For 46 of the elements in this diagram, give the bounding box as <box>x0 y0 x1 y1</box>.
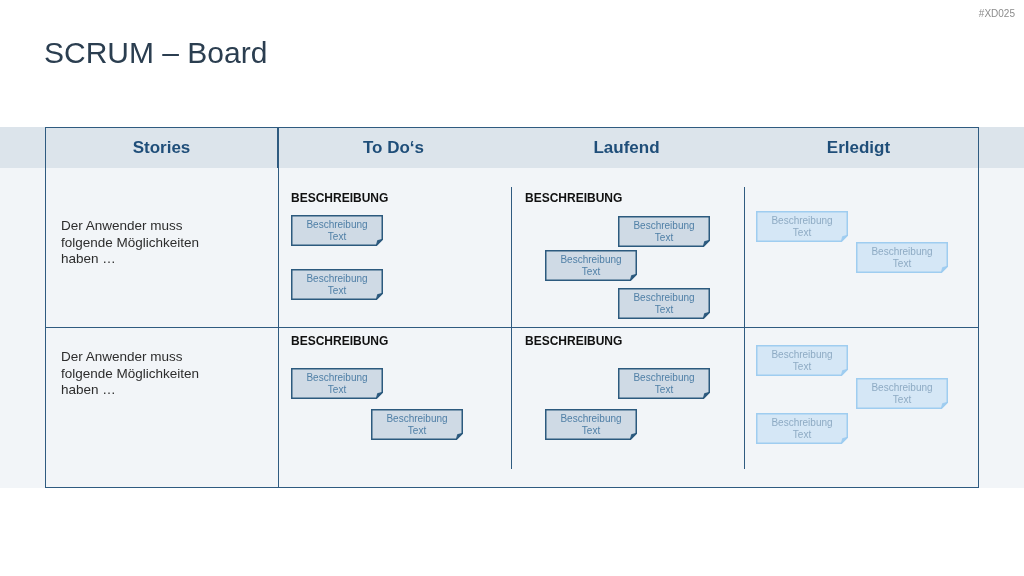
sticky-note <box>291 269 383 300</box>
note-text: Beschreibung Text <box>559 254 623 277</box>
cell-heading: BESCHREIBUNG <box>291 334 389 348</box>
column-header: Laufend <box>593 138 660 158</box>
sticky-note <box>756 211 848 242</box>
sticky-note <box>618 368 710 399</box>
sticky-note <box>756 345 848 376</box>
board-cell <box>745 168 979 328</box>
note-text: Beschreibung Text <box>870 382 934 405</box>
slide-code: #XD025 <box>978 8 1015 20</box>
note-text: Beschreibung Text <box>870 246 934 269</box>
note-text: Beschreibung Text <box>632 292 696 315</box>
cell-heading: BESCHREIBUNG <box>525 334 623 348</box>
note-text: Beschreibung Text <box>770 417 834 440</box>
sticky-note <box>756 413 848 444</box>
note-text: Beschreibung Text <box>770 349 834 372</box>
story-text: Der Anwender muss folgende Möglichkeiten haben … <box>61 349 201 399</box>
sticky-note <box>545 409 637 440</box>
cell-heading: BESCHREIBUNG <box>525 191 623 205</box>
cell-heading: BESCHREIBUNG <box>291 191 389 205</box>
story-cell <box>45 168 279 328</box>
story-text: Der Anwender muss folgende Möglichkeiten haben … <box>61 218 201 268</box>
note-text: Beschreibung Text <box>385 413 449 436</box>
sticky-note <box>545 250 637 281</box>
column-header: To Do‘s <box>362 138 425 158</box>
note-text: Beschreibung Text <box>305 372 369 395</box>
board-cell <box>279 328 512 488</box>
note-text: Beschreibung Text <box>305 219 369 242</box>
note-text: Beschreibung Text <box>632 372 696 395</box>
sticky-note <box>856 378 948 409</box>
note-text: Beschreibung Text <box>770 215 834 238</box>
sticky-note <box>618 216 710 247</box>
story-cell <box>45 328 279 488</box>
sticky-note <box>371 409 463 440</box>
board-cell <box>745 328 979 488</box>
sticky-note <box>291 368 383 399</box>
sticky-note <box>856 242 948 273</box>
sticky-note <box>618 288 710 319</box>
column-header: Erledigt <box>826 138 891 158</box>
column-header: Stories <box>132 138 191 158</box>
note-text: Beschreibung Text <box>632 220 696 243</box>
page-title: SCRUM – Board <box>44 35 268 71</box>
sticky-note <box>291 215 383 246</box>
board-cell <box>512 328 745 488</box>
note-text: Beschreibung Text <box>305 273 369 296</box>
note-text: Beschreibung Text <box>559 413 623 436</box>
